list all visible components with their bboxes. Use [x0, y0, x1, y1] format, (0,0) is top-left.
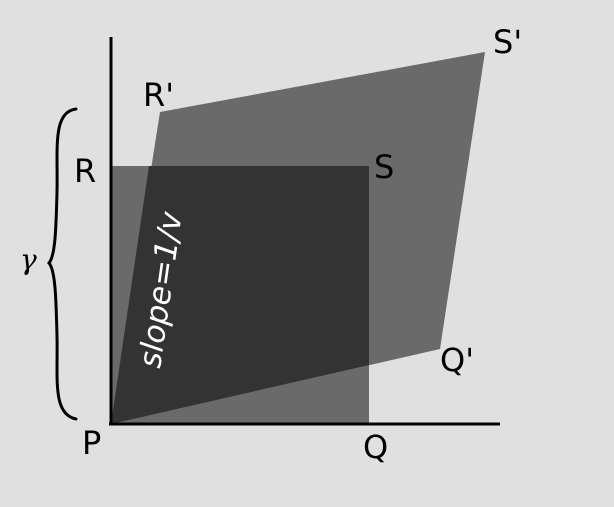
label-r-prime: R'	[143, 76, 174, 114]
overlap-region	[111, 166, 369, 424]
label-r: R	[74, 152, 96, 190]
label-gamma: γ	[20, 243, 37, 276]
label-q: Q	[363, 428, 388, 466]
gamma-brace	[47, 107, 78, 421]
label-s: S	[374, 148, 394, 186]
label-s-prime: S'	[493, 23, 522, 61]
label-q-prime: Q'	[440, 341, 474, 379]
label-p: P	[82, 424, 101, 462]
